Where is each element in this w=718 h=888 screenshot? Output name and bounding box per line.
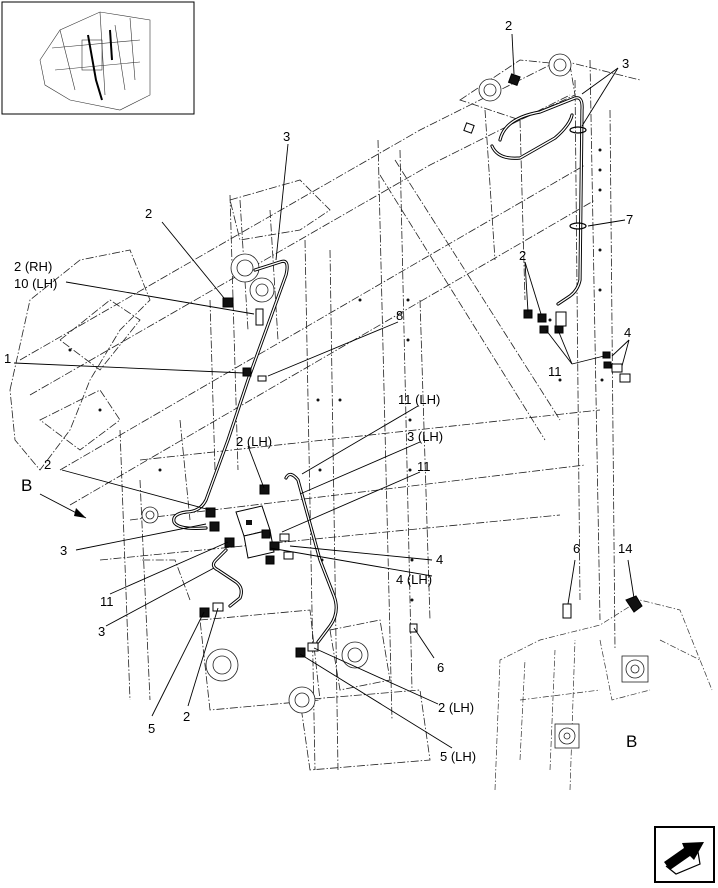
callout-14: 14 — [618, 541, 632, 556]
callout-11-right: 11 — [548, 364, 562, 379]
callout-2lh-bottom: 2 (LH) — [438, 700, 474, 715]
callout-2rh: 2 (RH) — [14, 259, 52, 274]
callout-5lh: 5 (LH) — [440, 749, 476, 764]
callout-1: 1 — [4, 351, 11, 366]
callout-2lh-mid: 2 (LH) — [236, 434, 272, 449]
callout-2-bottom: 2 — [183, 709, 190, 724]
callout-3-left: 3 — [60, 543, 67, 558]
callout-8: 8 — [396, 308, 403, 323]
callout-2-upper: 2 — [145, 206, 152, 221]
callout-10lh: 10 (LH) — [14, 276, 57, 291]
hydraulic-tube-lower-left — [211, 548, 243, 608]
callout-4-right: 4 — [624, 325, 631, 340]
callout-2-top: 2 — [505, 18, 512, 33]
callout-4lh: 4 (LH) — [396, 572, 432, 587]
fittings — [199, 73, 631, 658]
callout-3lh: 3 (LH) — [407, 429, 443, 444]
callout-6-mid: 6 — [437, 660, 444, 675]
callout-11-left: 11 — [100, 594, 114, 609]
callout-2-right: 2 — [519, 248, 526, 263]
locator-thumbnail — [1, 1, 195, 115]
callout-3-top: 3 — [622, 56, 629, 71]
callout-2-left: 2 — [44, 457, 51, 472]
hydraulic-tube-upper-left — [172, 259, 289, 530]
hydraulic-tube-right — [490, 96, 587, 306]
leader-lines — [13, 33, 630, 749]
hydraulic-tube-mid — [284, 472, 338, 644]
view-arrow-b-label: B — [21, 476, 32, 495]
callout-3-lower: 3 — [98, 624, 105, 639]
next-page-arrow-icon[interactable] — [654, 826, 715, 883]
detail-b-label: B — [626, 732, 637, 751]
callout-7: 7 — [626, 212, 633, 227]
detail-b-inset — [494, 559, 713, 791]
callout-6-detail: 6 — [573, 541, 580, 556]
machine-frame — [9, 53, 641, 771]
callout-4-mid: 4 — [436, 552, 443, 567]
callout-5: 5 — [148, 721, 155, 736]
callout-3-upper: 3 — [283, 129, 290, 144]
callout-labels: 2 3 3 2 2 (RH) 10 (LH) 8 1 7 2 4 11 11 (… — [4, 18, 637, 764]
callout-11-mid: 11 — [417, 459, 431, 474]
callout-11lh: 11 (LH) — [398, 392, 440, 407]
